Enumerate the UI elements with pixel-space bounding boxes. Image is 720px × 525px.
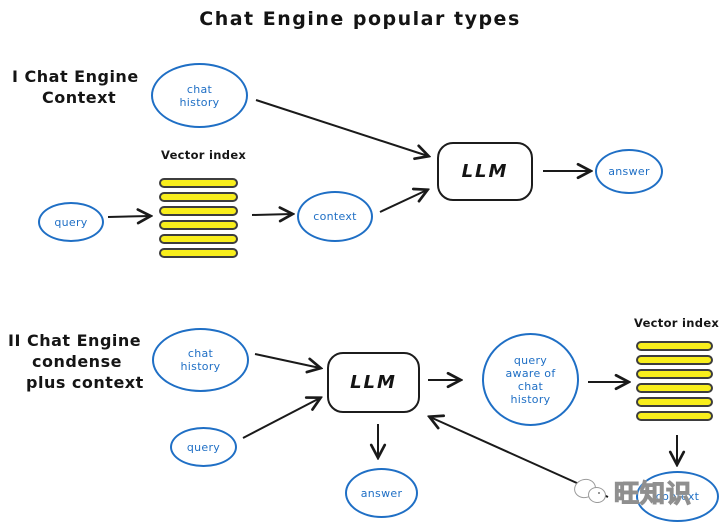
node-query-1-label: query bbox=[54, 215, 88, 229]
arrow-query1-to-index1 bbox=[107, 216, 150, 217]
vector-bar bbox=[636, 341, 713, 351]
node-answer-1-label: answer bbox=[608, 165, 650, 178]
node-chat-history-1: chat history bbox=[151, 63, 248, 128]
vector-bar bbox=[636, 383, 713, 393]
node-query-aware-label: query aware of chat history bbox=[505, 353, 556, 406]
vector-bar bbox=[159, 220, 238, 230]
watermark-text: 旺知识 bbox=[613, 478, 693, 508]
arrow-context1-to-llm1 bbox=[379, 190, 427, 213]
arrow-chathistory2-to-llm2 bbox=[254, 353, 320, 368]
node-answer-1: answer bbox=[595, 149, 663, 194]
llm-box-2-label: LLM bbox=[350, 372, 397, 393]
llm-box-2: LLM bbox=[327, 352, 420, 413]
section2-label-line1: II Chat Engine bbox=[8, 331, 142, 350]
node-query-2: query bbox=[170, 427, 237, 467]
node-chat-history-1-label: chat history bbox=[179, 82, 220, 109]
arrow-index1-to-context1 bbox=[251, 214, 292, 215]
node-chat-history-2-label: chat history bbox=[180, 347, 221, 373]
vector-bar bbox=[159, 248, 238, 258]
vector-bar bbox=[159, 206, 238, 216]
watermark: 旺知识 bbox=[571, 474, 693, 510]
watermark-bird-icon bbox=[571, 475, 612, 509]
section2-label-line2: condense bbox=[32, 352, 122, 371]
section2-label: II Chat Engine condense plus context bbox=[8, 330, 144, 393]
vector-index-label-2: Vector index bbox=[634, 316, 720, 330]
node-answer-2: answer bbox=[345, 468, 418, 518]
vector-bar bbox=[636, 397, 713, 407]
vector-bar bbox=[636, 355, 713, 365]
vector-bar bbox=[159, 178, 238, 188]
section2-label-line3: plus context bbox=[26, 373, 144, 392]
vector-bar bbox=[636, 369, 713, 379]
vector-bar bbox=[159, 192, 238, 202]
vector-index-1 bbox=[159, 178, 238, 258]
node-query-aware: query aware of chat history bbox=[482, 333, 579, 426]
node-query-2-label: query bbox=[186, 440, 221, 454]
vector-bar bbox=[159, 234, 238, 244]
node-context-2-label: context bbox=[655, 490, 700, 503]
node-query-1: query bbox=[38, 202, 104, 242]
node-context-2: context bbox=[636, 471, 719, 522]
section1-label: I Chat Engine Context bbox=[12, 66, 139, 108]
arrow-query2-to-llm2 bbox=[242, 398, 320, 439]
llm-box-1-label: LLM bbox=[461, 161, 509, 182]
vector-index-label-1: Vector index bbox=[161, 148, 247, 162]
llm-box-1: LLM bbox=[437, 142, 533, 201]
node-answer-2-label: answer bbox=[360, 486, 403, 500]
node-context-1-label: context bbox=[313, 210, 357, 223]
node-chat-history-2: chat history bbox=[152, 328, 249, 392]
arrow-chathistory1-to-llm1 bbox=[255, 99, 428, 156]
vector-bar bbox=[636, 411, 713, 421]
diagram-title: Chat Engine popular types bbox=[199, 8, 521, 30]
node-context-1: context bbox=[297, 191, 373, 242]
vector-index-2 bbox=[636, 341, 713, 421]
section1-label-line2: Context bbox=[42, 88, 117, 107]
section1-label-line1: I Chat Engine bbox=[12, 67, 139, 86]
